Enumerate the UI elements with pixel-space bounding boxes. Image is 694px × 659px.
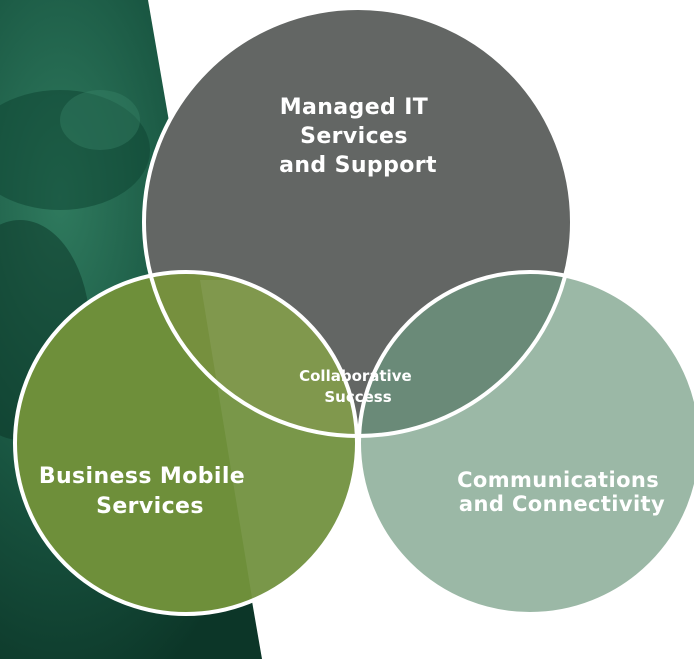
label-left-line1: Business Mobile [39, 464, 245, 489]
overlap-top-left [144, 272, 357, 436]
label-top-line2: Services [300, 124, 408, 149]
overlap-top-right [359, 272, 572, 436]
label-center: Collaborative Success [299, 367, 417, 406]
label-top-line1: Managed IT [280, 95, 429, 120]
label-center-line2: Success [324, 388, 391, 406]
label-center-line1: Collaborative [299, 367, 412, 385]
label-top: Managed IT Services and Support [279, 95, 437, 178]
label-left: Business Mobile Services [39, 464, 253, 519]
label-left-line2: Services [96, 494, 204, 519]
label-right: Communications and Connectivity [457, 468, 667, 516]
label-right-line1: Communications [457, 468, 659, 492]
label-right-line2: and Connectivity [459, 492, 665, 516]
circle-outlines [13, 6, 694, 616]
label-top-line3: and Support [279, 153, 437, 178]
